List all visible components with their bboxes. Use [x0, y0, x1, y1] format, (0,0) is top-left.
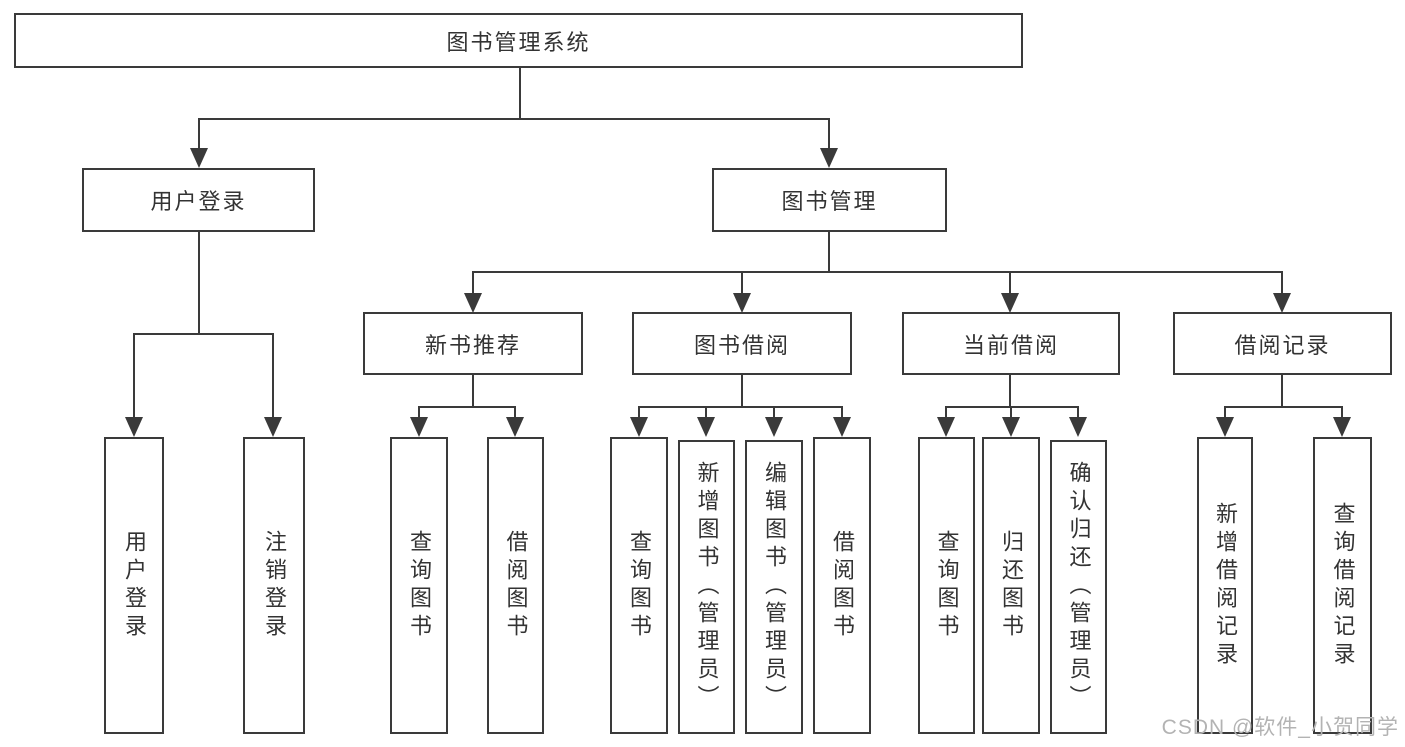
arrow-down-icon	[1002, 417, 1020, 437]
connector-drop-leaf	[1077, 406, 1079, 417]
node-root-label: 图书管理系统	[446, 29, 591, 55]
leaf-query-books-borrow: 查询图书	[610, 437, 668, 734]
connector-drop-leaf	[272, 333, 274, 418]
node-book-management: 图书管理	[712, 168, 947, 232]
connector-group-rail	[418, 406, 516, 408]
connector-mgmt-stem	[828, 232, 830, 273]
connector-drop-leaf	[514, 406, 516, 417]
connector-group-stem	[472, 375, 474, 408]
arrow-down-icon	[833, 417, 851, 437]
connector-drop-leaf	[945, 406, 947, 417]
connector-drop-leaf	[705, 406, 707, 417]
connector-group-rail	[945, 406, 1079, 408]
connector-drop-login	[198, 118, 200, 150]
leaf-borrow-books-recommend: 借阅图书	[487, 437, 544, 734]
arrow-down-icon	[125, 417, 143, 437]
connector-drop-leaf	[1341, 406, 1343, 417]
connector-drop-leaf	[773, 406, 775, 417]
connector-drop-group	[741, 271, 743, 295]
node-current-borrow: 当前借阅	[902, 312, 1120, 375]
leaf-confirm-return-admin: 确认归还（管理员）	[1050, 440, 1107, 734]
node-book-borrow-label: 图书借阅	[693, 332, 790, 358]
node-root: 图书管理系统	[14, 13, 1023, 68]
arrow-down-icon	[937, 417, 955, 437]
arrow-down-icon	[264, 417, 282, 437]
arrow-down-icon	[630, 417, 648, 437]
leaf-add-book-admin: 新增图书（管理员）	[678, 440, 735, 734]
leaf-borrow-books: 借阅图书	[813, 437, 871, 734]
arrow-down-icon	[1273, 293, 1291, 313]
connector-drop-mgmt	[828, 118, 830, 150]
node-new-book-recommend: 新书推荐	[363, 312, 583, 375]
node-user-login-label: 用户登录	[150, 189, 247, 214]
node-borrow-records: 借阅记录	[1173, 312, 1392, 375]
node-book-borrow: 图书借阅	[632, 312, 852, 375]
arrow-down-icon	[765, 417, 783, 437]
arrow-down-icon	[820, 148, 838, 168]
connector-group-stem	[1009, 375, 1011, 408]
connector-group-stem	[1281, 375, 1283, 408]
leaf-query-borrow-record: 查询借阅记录	[1313, 437, 1372, 734]
connector-drop-leaf	[638, 406, 640, 417]
connector-level2-rail	[198, 118, 830, 120]
leaf-user-login: 用户登录	[104, 437, 164, 734]
connector-group-stem	[741, 375, 743, 408]
connector-drop-group	[1281, 271, 1283, 295]
leaf-add-borrow-record: 新增借阅记录	[1197, 437, 1253, 734]
connector-level3-rail	[472, 271, 1283, 273]
arrow-down-icon	[1001, 293, 1019, 313]
arrow-down-icon	[697, 417, 715, 437]
leaf-return-book: 归还图书	[982, 437, 1040, 734]
connector-drop-leaf	[841, 406, 843, 417]
watermark-text: CSDN @软件_小贺同学	[1161, 716, 1399, 739]
arrow-down-icon	[1216, 417, 1234, 437]
node-new-book-recommend-label: 新书推荐	[424, 332, 521, 358]
arrow-down-icon	[190, 148, 208, 168]
arrow-down-icon	[1069, 417, 1087, 437]
leaf-logout: 注销登录	[243, 437, 305, 734]
leaf-query-books-recommend: 查询图书	[390, 437, 448, 734]
connector-root-trunk	[519, 68, 521, 120]
leaf-query-books-current: 查询图书	[918, 437, 975, 734]
connector-login-rail	[133, 333, 274, 335]
connector-drop-leaf	[1224, 406, 1226, 417]
node-borrow-records-label: 借阅记录	[1234, 332, 1331, 358]
arrow-down-icon	[464, 293, 482, 313]
arrow-down-icon	[1333, 417, 1351, 437]
connector-drop-group	[472, 271, 474, 295]
connector-drop-leaf	[418, 406, 420, 417]
connector-login-stem	[198, 232, 200, 335]
connector-drop-group	[1009, 271, 1011, 295]
node-book-management-label: 图书管理	[781, 189, 878, 214]
node-current-borrow-label: 当前借阅	[962, 332, 1059, 358]
leaf-edit-book-admin: 编辑图书（管理员）	[745, 440, 803, 734]
connector-group-rail	[638, 406, 843, 408]
node-user-login: 用户登录	[82, 168, 315, 232]
connector-drop-leaf	[1010, 406, 1012, 417]
arrow-down-icon	[506, 417, 524, 437]
arrow-down-icon	[733, 293, 751, 313]
arrow-down-icon	[410, 417, 428, 437]
connector-drop-leaf	[133, 333, 135, 418]
connector-group-rail	[1224, 406, 1343, 408]
